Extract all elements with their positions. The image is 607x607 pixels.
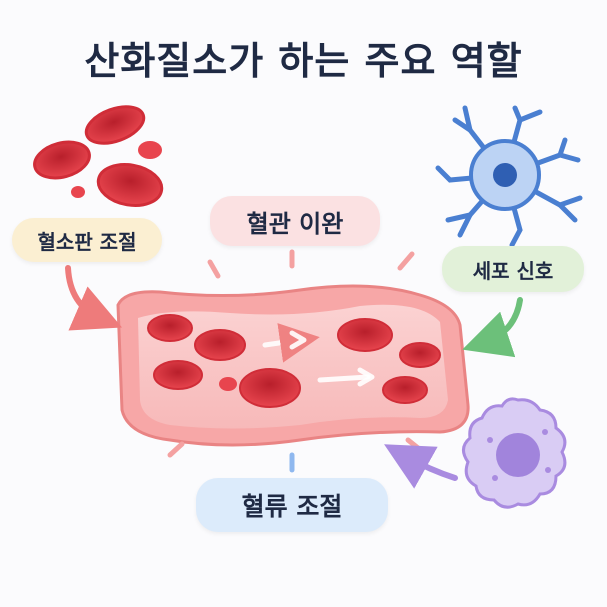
label-signal-text: 세포 신호: [472, 258, 554, 283]
immune-cell-icon: [462, 397, 567, 509]
blood-vessel-icon: [116, 284, 470, 447]
neuron-nucleus: [493, 163, 517, 187]
radiating-lines: [167, 249, 421, 473]
arrow-platelet: [65, 265, 123, 331]
label-platelet: 혈소판 조절: [12, 218, 162, 262]
label-flow: 혈류 조절: [196, 478, 388, 532]
page-title: 산화질소가 하는 주요 역할: [84, 39, 523, 83]
arrow-signal: [462, 297, 523, 358]
arrow-immune: [384, 444, 458, 489]
red-blood-cells-icon: [33, 105, 164, 207]
label-flow-text: 혈류 조절: [241, 492, 343, 521]
label-signal: 세포 신호: [442, 246, 584, 292]
label-vaso: 혈관 이완: [210, 196, 380, 246]
label-platelet-text: 혈소판 조절: [37, 229, 137, 254]
label-vaso-text: 혈관 이완: [246, 209, 344, 238]
